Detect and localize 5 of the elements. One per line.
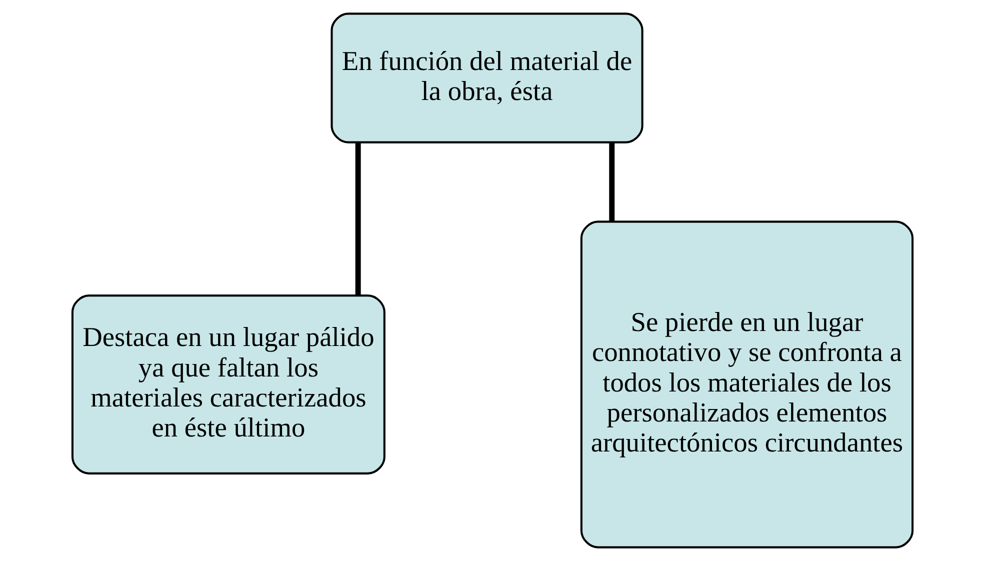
connector (608, 142, 614, 222)
connector (354, 142, 360, 296)
node-box: En función del material de la obra, ésta (330, 12, 643, 144)
node-box: Se pierde en un lugar connotativo y se confronta a todos los materiales de los personalizados elementos arquitectónicos circundantes (580, 220, 914, 548)
node-box: Destaca en un lugar pálido ya que faltan los materiales caracterizados en éste último (70, 294, 385, 474)
